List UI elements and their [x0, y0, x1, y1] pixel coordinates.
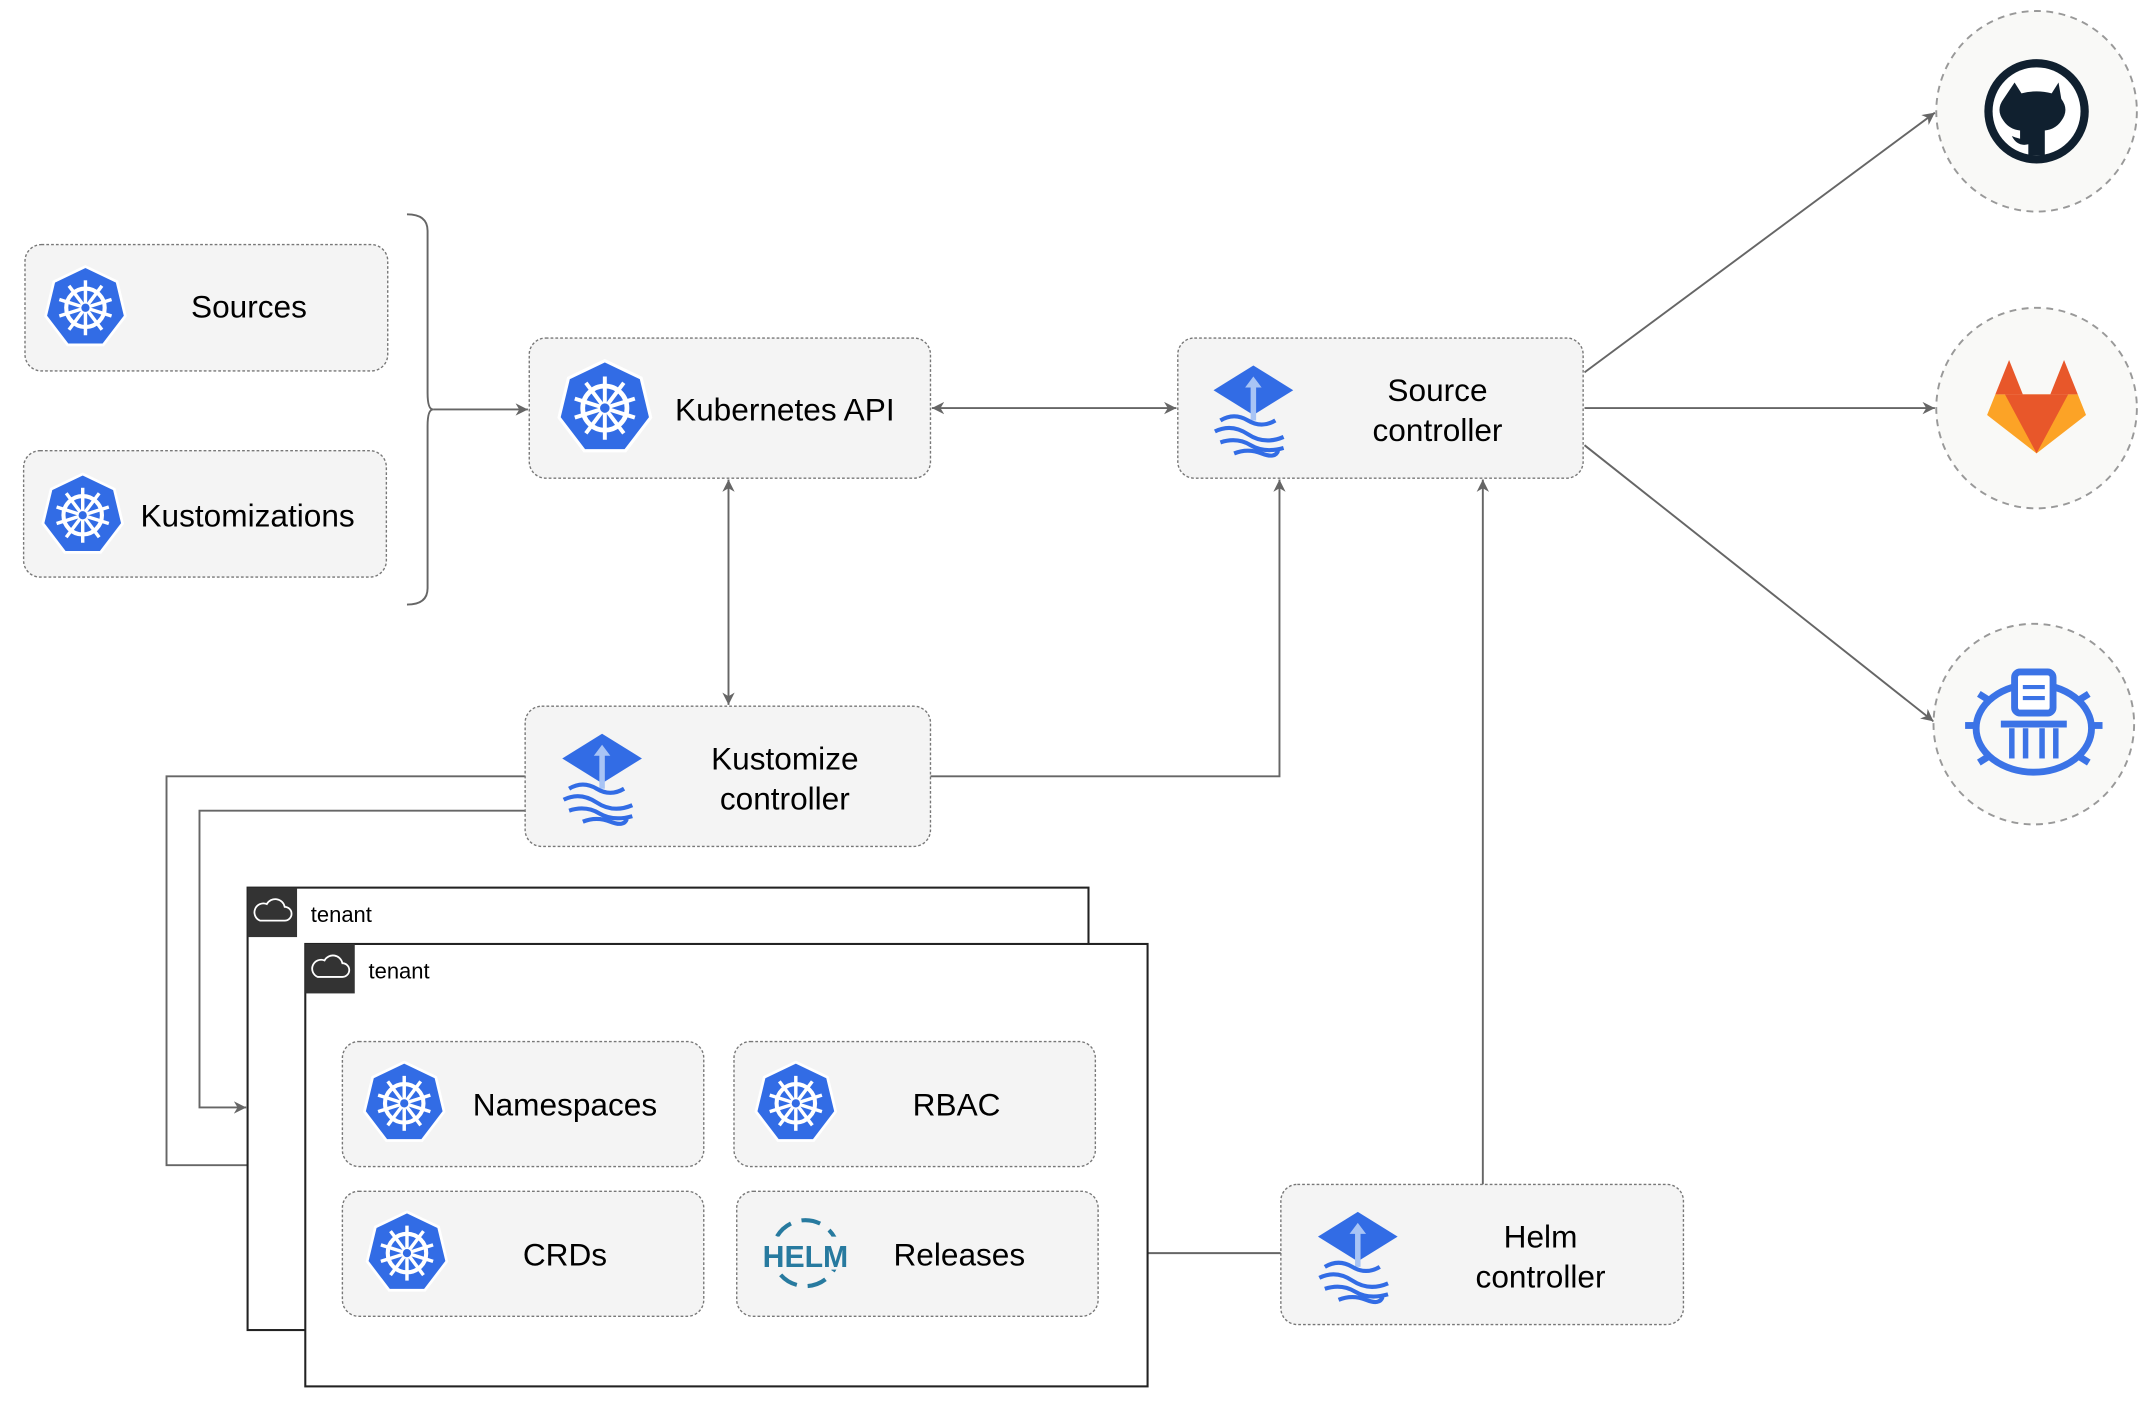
node-label: Sources [191, 288, 307, 324]
connectors [165, 111, 1936, 1260]
arrow-kustomize-to-tenant-front [165, 775, 526, 1172]
arrow-kustomize-to-tenant-back [198, 809, 526, 1114]
node-helm-controller[interactable]: Helm controller [1280, 1183, 1685, 1326]
tenant-item-rbac[interactable]: RBAC [733, 1040, 1097, 1168]
cloud-icon [311, 954, 351, 978]
item-label: RBAC [913, 1087, 1001, 1123]
external-github[interactable] [1935, 10, 2138, 213]
node-label: controller [1476, 1258, 1606, 1294]
github-icon [1984, 59, 2089, 164]
tenant-item-namespaces[interactable]: Namespaces [341, 1040, 705, 1168]
tenant-label: tenant [369, 958, 430, 983]
arrow-source-to-bucket [1583, 444, 1935, 723]
tenant-label: tenant [311, 902, 372, 927]
node-kubernetes-api[interactable]: Kubernetes API [528, 337, 932, 479]
external-gitlab[interactable] [1935, 306, 2138, 510]
tenant-item-crds[interactable]: CRDs [341, 1190, 705, 1318]
node-label: Kustomizations [140, 497, 354, 533]
bucket-icon [1965, 668, 2103, 776]
gitlab-icon [1987, 359, 2087, 454]
node-label: controller [720, 780, 850, 816]
tenant-item-releases[interactable]: HELM Releases [736, 1190, 1099, 1318]
node-label: Kubernetes API [675, 391, 895, 427]
tenant-header-badge [305, 943, 355, 994]
arrow-kustomize-to-source [930, 479, 1286, 778]
external-bucket[interactable] [1932, 622, 2136, 826]
node-source-controller[interactable]: Source controller [1177, 337, 1584, 479]
tenant-front[interactable]: tenant Namespaces RBAC CRDs HELM Release… [304, 942, 1149, 1388]
node-label: controller [1373, 412, 1503, 448]
cloud-icon [253, 898, 293, 922]
helm-logo-text: HELM [763, 1241, 849, 1274]
node-label: Kustomize [711, 740, 858, 776]
arrow-source-to-github [1583, 111, 1936, 374]
item-label: Releases [893, 1236, 1025, 1272]
item-label: CRDs [523, 1236, 607, 1272]
item-label: Namespaces [473, 1087, 657, 1123]
node-kustomize-controller[interactable]: Kustomize controller [524, 705, 932, 848]
bracket [406, 213, 434, 606]
node-kustomizations[interactable]: Kustomizations [22, 449, 388, 578]
node-label: Helm [1504, 1219, 1578, 1255]
helm-icon: HELM [763, 1218, 849, 1289]
node-label: Source [1387, 372, 1487, 408]
tenant-header-badge [247, 887, 298, 938]
node-sources[interactable]: Sources [24, 243, 389, 372]
